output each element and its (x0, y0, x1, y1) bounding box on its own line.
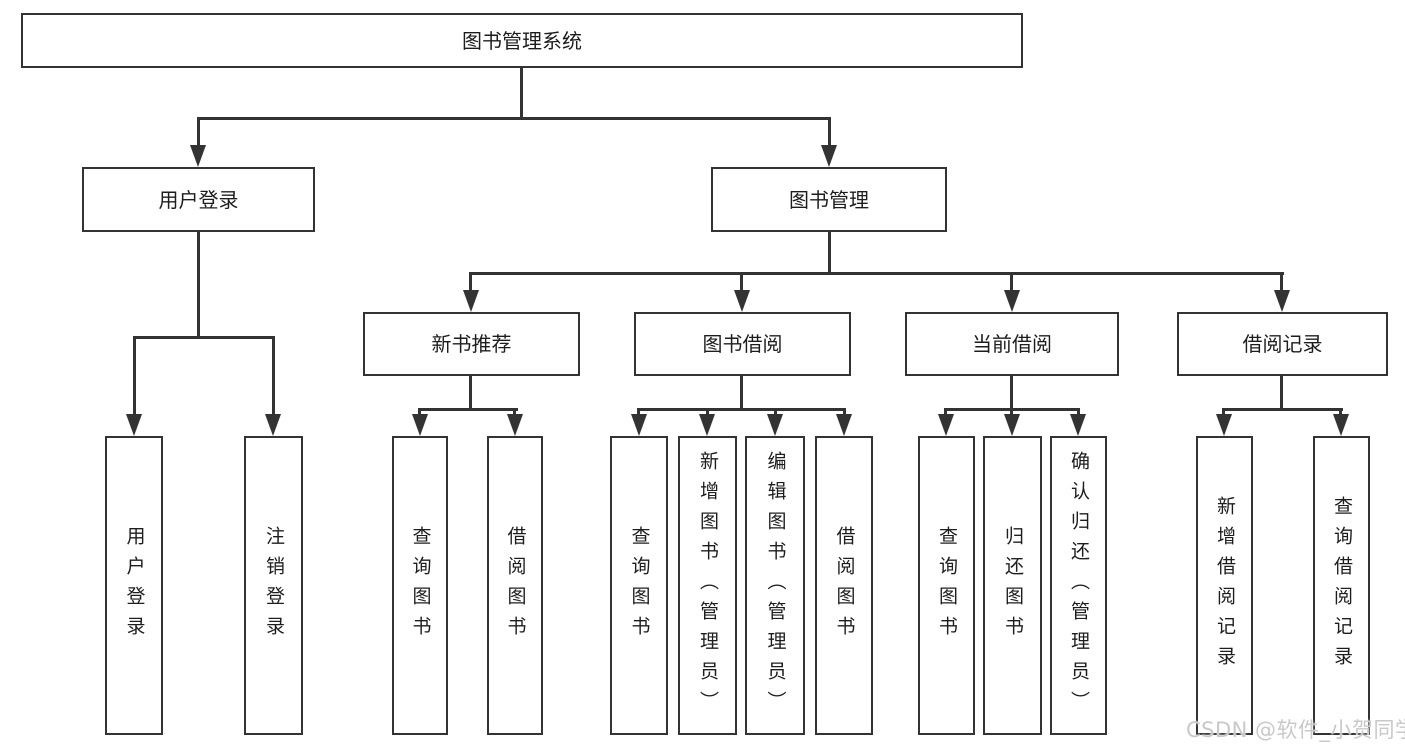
node-book-management: 图书管理 (711, 167, 947, 232)
connector-drop (1077, 408, 1080, 417)
node-add-books-admin: 新增图书（管理员） (678, 436, 737, 735)
node-label: 图书管理系统 (462, 28, 582, 53)
arrowhead-down-icon (1274, 290, 1290, 312)
node-label: 归还图书 (1002, 525, 1024, 646)
node-borrowing-records: 借阅记录 (1177, 312, 1388, 376)
node-add-borrow-record: 新增借阅记录 (1196, 436, 1253, 735)
arrowhead-down-icon (190, 145, 206, 167)
node-label: 借阅图书 (833, 525, 856, 646)
connector-bar (637, 408, 846, 411)
arrowhead-down-icon (1216, 414, 1232, 436)
arrowhead-down-icon (507, 414, 523, 436)
connector-level3-bar (470, 272, 1284, 275)
connector-drop (513, 408, 516, 417)
connector-drop (637, 408, 640, 417)
arrowhead-down-icon (836, 414, 852, 436)
node-user-login: 用户登录 (82, 167, 315, 232)
connector-drop (828, 117, 831, 147)
arrowhead-down-icon (1004, 414, 1020, 436)
connector-root-stem (520, 68, 523, 118)
connector-book-mgmt-stem (828, 232, 831, 275)
node-label: 查询图书 (409, 525, 432, 646)
connector-drop (272, 336, 275, 416)
node-query-books-recommend: 查询图书 (392, 436, 448, 735)
node-label: 借阅图书 (504, 525, 527, 646)
arrowhead-down-icon (821, 145, 837, 167)
node-new-book-recommendation: 新书推荐 (363, 312, 580, 376)
node-label: 图书借阅 (702, 332, 783, 356)
arrowhead-down-icon (265, 414, 281, 436)
arrowhead-down-icon (631, 414, 647, 436)
connector-drop (843, 408, 846, 417)
arrowhead-down-icon (734, 290, 750, 312)
connector-user-login-stem (197, 232, 200, 338)
connector-drop (418, 408, 421, 417)
node-edit-books-admin: 编辑图书（管理员） (745, 436, 805, 735)
arrowhead-down-icon (938, 414, 954, 436)
connector-level2-bar (197, 117, 831, 120)
node-borrow-books-borrowing: 借阅图书 (815, 436, 873, 735)
connector-stem (740, 376, 743, 411)
node-label: 新增借阅记录 (1214, 495, 1236, 676)
connector-stem (1010, 376, 1013, 411)
arrowhead-down-icon (1333, 414, 1349, 436)
node-label: 当前借阅 (972, 332, 1052, 356)
node-label: 查询图书 (936, 525, 958, 646)
node-label: 图书管理 (789, 187, 869, 212)
connector-bar (418, 408, 518, 411)
connector-stem (1280, 376, 1283, 411)
node-label: 用户登录 (158, 187, 239, 212)
arrowhead-down-icon (126, 414, 142, 436)
arrowhead-down-icon (1004, 290, 1020, 312)
connector-drop (740, 272, 743, 292)
connector-drop (1010, 408, 1013, 417)
connector-drop (1280, 272, 1283, 292)
node-user-login-leaf: 用户登录 (105, 436, 163, 735)
connector-drop (197, 117, 200, 147)
arrowhead-down-icon (412, 414, 428, 436)
node-confirm-return-admin: 确认归还（管理员） (1050, 436, 1107, 735)
connector-user-login-bar (133, 336, 275, 339)
connector-drop (469, 272, 472, 292)
node-library-management-system: 图书管理系统 (21, 13, 1023, 68)
node-logout: 注销登录 (244, 436, 303, 735)
node-label: 编辑图书（管理员） (764, 450, 787, 721)
watermark: CSDN @软件_小贺同学 (1186, 718, 1405, 742)
connector-drop (774, 408, 777, 417)
node-current-borrowing: 当前借阅 (905, 312, 1119, 376)
connector-drop (1339, 408, 1342, 417)
node-label: 确认归还（管理员） (1068, 450, 1090, 721)
node-label: 新增图书（管理员） (697, 450, 719, 721)
node-label: 查询借阅记录 (1331, 495, 1353, 676)
connector-drop (133, 336, 136, 416)
node-query-books-current: 查询图书 (918, 436, 975, 735)
node-book-borrowing: 图书借阅 (634, 312, 851, 376)
node-label: 借阅记录 (1242, 332, 1323, 356)
arrowhead-down-icon (1070, 414, 1086, 436)
arrowhead-down-icon (463, 290, 479, 312)
node-label: 用户登录 (123, 525, 146, 646)
connector-bar (1222, 408, 1343, 411)
node-query-borrow-record: 查询借阅记录 (1313, 436, 1370, 735)
connector-drop (706, 408, 709, 417)
node-label: 查询图书 (628, 525, 651, 646)
arrowhead-down-icon (767, 414, 783, 436)
node-query-books-borrowing: 查询图书 (610, 436, 668, 735)
connector-drop (944, 408, 947, 417)
node-label: 注销登录 (263, 525, 285, 646)
node-borrow-books-recommend: 借阅图书 (487, 436, 543, 735)
connector-drop (1222, 408, 1225, 417)
connector-stem (469, 376, 472, 411)
node-return-books: 归还图书 (983, 436, 1042, 735)
node-label: 新书推荐 (431, 332, 512, 356)
connector-drop (1010, 272, 1013, 292)
arrowhead-down-icon (699, 414, 715, 436)
